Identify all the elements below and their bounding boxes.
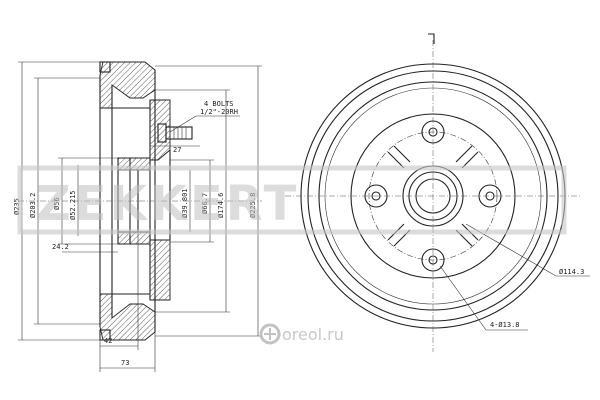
front-view: Ø114.3 4-Ø13.8 — [285, 33, 590, 352]
bolts-leader — [169, 115, 197, 133]
flange-top — [99, 61, 111, 73]
holes-leader — [439, 265, 487, 331]
brand-watermark: ZEKKERT oreol.ru — [17, 165, 567, 345]
label-d39: Ø39.801 — [181, 188, 189, 218]
section-marker — [428, 33, 435, 44]
label-d225: Ø225.8 — [249, 193, 257, 218]
watermark-frame — [17, 165, 567, 235]
watermark-url: oreol.ru — [282, 325, 344, 344]
label-d66: Ø66.7 — [201, 193, 209, 214]
label-d174: Ø174.6 — [217, 193, 225, 218]
label-dim24: 24.2 — [52, 243, 69, 251]
hub-top-web — [149, 99, 171, 161]
eagle-logo-icon — [259, 323, 281, 345]
label-holes: 4-Ø13.8 — [490, 321, 520, 329]
side-section-view: Ø235 Ø203.2 Ø56 Ø52.215 Ø39.801 Ø66.7 Ø1… — [13, 61, 262, 372]
label-d52: Ø52.215 — [69, 190, 77, 220]
label-bolts-2: 1/2"-20RH — [200, 108, 238, 116]
watermark-text: ZEKKERT — [36, 176, 299, 232]
label-dim27: 27 — [173, 146, 181, 154]
label-dim73: 73 — [121, 359, 129, 367]
hub-bottom-web — [149, 239, 171, 301]
label-dim42: 42 — [104, 337, 112, 345]
label-d203: Ø203.2 — [29, 193, 37, 218]
label-pcd: Ø114.3 — [559, 268, 584, 276]
drum-bottom-wall — [99, 293, 156, 341]
wheel-stud — [157, 123, 193, 143]
label-bolts-1: 4 BOLTS — [204, 100, 234, 108]
label-d235: Ø235 — [13, 198, 21, 215]
label-d56: Ø56 — [53, 197, 61, 210]
drum-top-wall — [99, 61, 156, 109]
